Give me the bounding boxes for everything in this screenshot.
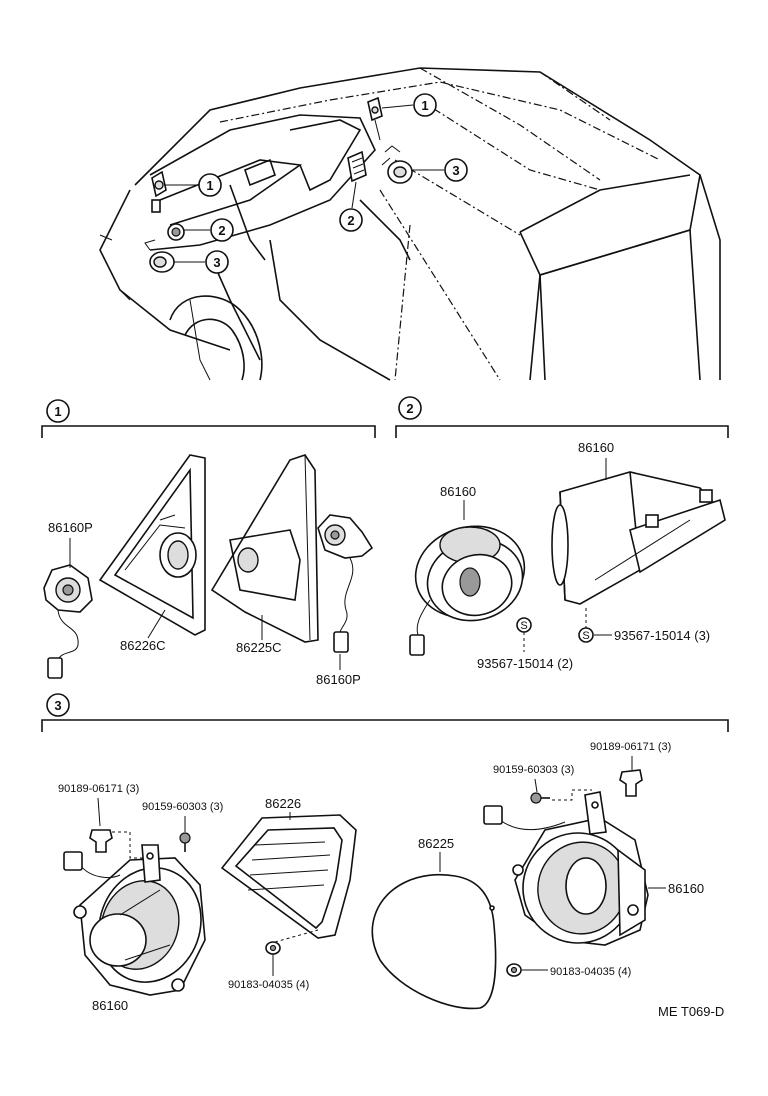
vehicle-speaker-right-icon bbox=[381, 145, 413, 184]
section-3-heading: 3 bbox=[46, 693, 70, 717]
callout-2-center: 2 bbox=[339, 208, 363, 232]
label-90159-60303-right: 90159-60303 (3) bbox=[493, 764, 574, 776]
label-86160-round: 86160 bbox=[440, 484, 476, 499]
svg-text:2: 2 bbox=[347, 213, 354, 228]
section-1-tweeters: 1 86160P 86226C bbox=[41, 399, 376, 687]
section-1-heading: 1 bbox=[46, 399, 70, 423]
nut-left-icon bbox=[265, 929, 319, 976]
section-3-door-speakers: 3 90189-06171 (3) 90159-60303 (3) bbox=[41, 693, 729, 1013]
label-86226: 86226 bbox=[265, 796, 301, 811]
label-86225C: 86225C bbox=[236, 640, 282, 655]
label-93567-15014-2: 93567-15014 (2) bbox=[477, 656, 573, 671]
tweeter-left-icon bbox=[43, 564, 93, 679]
speaker-right-86160-icon bbox=[483, 791, 649, 946]
svg-text:1: 1 bbox=[206, 178, 213, 193]
callout-1-left: 1 bbox=[198, 173, 222, 197]
label-90183-04035-right: 90183-04035 (4) bbox=[550, 966, 631, 978]
label-90183-04035-left: 90183-04035 (4) bbox=[228, 979, 309, 991]
section-2-speakers: 2 86160 S 93567-15014 (2) bbox=[395, 396, 729, 671]
vehicle-tweeter-right-icon bbox=[367, 96, 383, 141]
cover-outer-86225C-icon bbox=[210, 454, 319, 643]
svg-text:1: 1 bbox=[54, 404, 61, 419]
speaker-round-86160-icon bbox=[409, 525, 526, 656]
svg-text:3: 3 bbox=[54, 698, 61, 713]
clip-right-icon bbox=[619, 769, 643, 797]
frame-86226-icon bbox=[220, 814, 357, 939]
vehicle-tweeter-left-icon bbox=[151, 170, 167, 213]
cover-inner-86226C-icon bbox=[98, 454, 206, 636]
svg-text:2: 2 bbox=[218, 223, 225, 238]
callout-3-left: 3 bbox=[205, 250, 229, 274]
nut-right-icon bbox=[506, 963, 548, 977]
screw-right-icon bbox=[530, 789, 592, 804]
vehicle-speaker-lower-left-icon bbox=[144, 239, 175, 273]
vehicle-interior-illustration: 1 2 3 2 1 3 bbox=[99, 67, 721, 381]
screw-left-icon bbox=[179, 832, 191, 852]
svg-text:S: S bbox=[582, 630, 589, 642]
label-86160-left-speaker: 86160 bbox=[92, 998, 128, 1013]
label-93567-15014-3: 93567-15014 (3) bbox=[614, 628, 710, 643]
label-86160-right-speaker: 86160 bbox=[668, 881, 704, 896]
label-86226C: 86226C bbox=[120, 638, 166, 653]
label-86160P-right: 86160P bbox=[316, 672, 361, 687]
clip-left-icon bbox=[89, 829, 150, 859]
callout-3-right: 3 bbox=[444, 158, 468, 182]
section-2-heading: 2 bbox=[398, 396, 422, 420]
label-86160-box: 86160 bbox=[578, 440, 614, 455]
diagram-code: ME T069-D bbox=[658, 1004, 724, 1019]
tweeter-right-icon bbox=[317, 514, 374, 653]
vehicle-speaker-left-icon bbox=[167, 223, 185, 241]
callout-2-left: 2 bbox=[210, 218, 234, 242]
vehicle-speaker-center-icon bbox=[347, 150, 367, 183]
svg-text:3: 3 bbox=[213, 255, 220, 270]
label-86225: 86225 bbox=[418, 836, 454, 851]
svg-text:S: S bbox=[520, 620, 527, 632]
svg-text:2: 2 bbox=[406, 401, 413, 416]
svg-text:1: 1 bbox=[421, 98, 428, 113]
callout-1-right: 1 bbox=[413, 93, 437, 117]
label-90189-06171-right: 90189-06171 (3) bbox=[590, 741, 671, 753]
svg-text:3: 3 bbox=[452, 163, 459, 178]
screw-symbol-right: S bbox=[578, 608, 612, 643]
screw-symbol-left: S bbox=[516, 617, 532, 652]
speaker-box-86160-icon bbox=[551, 471, 726, 605]
speaker-left-86160-icon bbox=[63, 844, 206, 996]
grille-86225-icon bbox=[371, 873, 497, 1010]
label-86160P-left: 86160P bbox=[48, 520, 93, 535]
label-90189-06171-left: 90189-06171 (3) bbox=[58, 783, 139, 795]
label-90159-60303-left: 90159-60303 (3) bbox=[142, 801, 223, 813]
